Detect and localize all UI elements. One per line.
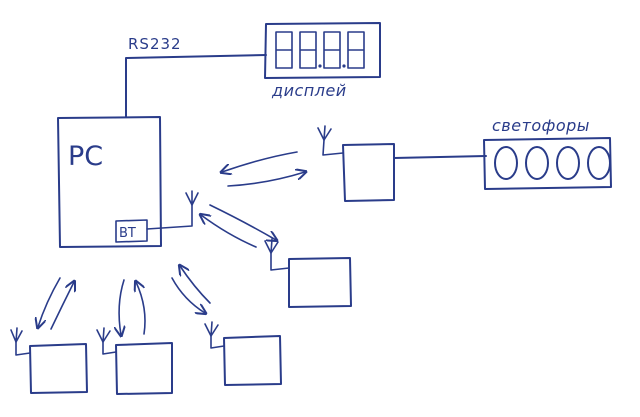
wireless-links <box>38 151 305 335</box>
link-arrow <box>209 204 276 240</box>
link-arrow <box>38 277 61 327</box>
node-antenna-wire <box>102 341 117 355</box>
link-arrow <box>222 151 298 172</box>
display-digit <box>275 31 293 69</box>
display-digits <box>275 31 365 69</box>
rs232-label: RS232 <box>128 35 182 53</box>
display-digit <box>299 31 317 69</box>
display-device: дисплей <box>264 22 381 100</box>
display-digit <box>347 31 365 69</box>
bt-label: BT <box>119 226 136 241</box>
bt-module: BT <box>115 190 199 243</box>
node-antenna-wire <box>15 341 31 356</box>
rs232-line <box>125 54 267 118</box>
antenna-icon <box>317 125 332 141</box>
traffic-lamp <box>525 146 549 180</box>
link-arrow <box>201 215 257 248</box>
node-box <box>115 342 173 395</box>
node-antenna-wire <box>322 139 344 156</box>
antenna-icon <box>96 327 111 343</box>
traffic-lamp <box>556 146 580 180</box>
pc-computer: PC <box>57 116 162 248</box>
node-box <box>342 143 395 202</box>
node-antenna-wire <box>270 252 290 271</box>
display-decimal-point <box>318 64 322 68</box>
traffic-lights-box <box>483 137 612 190</box>
antenna-icon <box>10 327 23 343</box>
traffic-lights: светофоры <box>483 116 612 190</box>
antenna-icon <box>204 321 219 337</box>
link-arrow <box>171 277 205 313</box>
pc-label: PC <box>68 141 103 172</box>
display-box <box>264 22 381 79</box>
display-label: дисплей <box>271 81 347 100</box>
traffic-controller-node <box>317 125 487 202</box>
node-box <box>29 343 88 394</box>
traffic-lights-label: светофоры <box>492 116 590 135</box>
bt-antenna-wire <box>146 204 193 230</box>
wireless-node-right <box>264 238 352 308</box>
wireless-node-bottom-right <box>204 321 282 386</box>
link-arrow <box>50 282 74 330</box>
wireless-node-bottom-middle <box>96 327 173 395</box>
display-digit <box>323 31 341 69</box>
link-arrow <box>227 172 305 187</box>
link-arrow <box>119 279 124 335</box>
rs232-link: RS232 <box>125 35 267 118</box>
pc-box <box>57 116 162 248</box>
link-arrow <box>180 266 211 304</box>
bt-antenna-icon <box>185 190 199 206</box>
link-arrow <box>136 282 146 335</box>
antenna-icon <box>264 238 279 254</box>
traffic-light-cable <box>393 155 487 159</box>
node-box <box>288 257 352 308</box>
display-decimal-point <box>342 64 346 68</box>
traffic-lamps <box>494 146 611 180</box>
wireless-node-bottom-left <box>10 327 88 394</box>
node-box <box>223 335 282 386</box>
traffic-lamp <box>587 146 611 180</box>
bt-box <box>115 219 148 243</box>
traffic-lamp <box>494 146 518 180</box>
node-antenna-wire <box>210 335 225 349</box>
